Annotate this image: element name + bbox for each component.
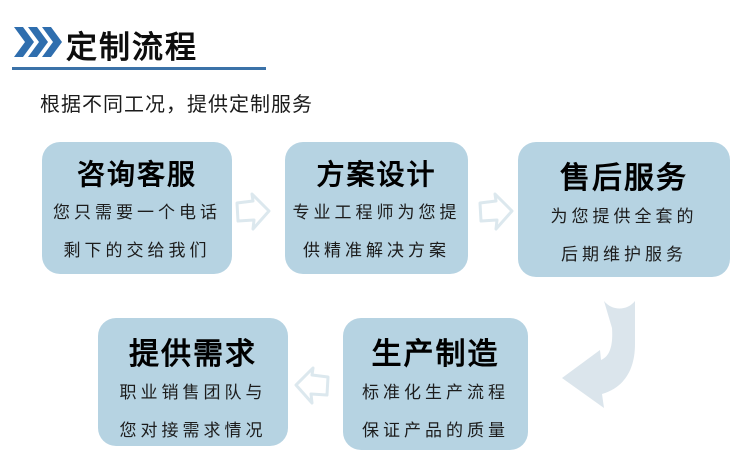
step-desc-line: 保证产品的质量 bbox=[362, 421, 509, 441]
step-desc-line: 您对接需求情况 bbox=[119, 421, 267, 441]
step-desc-line: 剩下的交给我们 bbox=[63, 241, 211, 261]
page-title: 定制流程 bbox=[66, 30, 198, 65]
step-title: 提供需求 bbox=[129, 338, 257, 371]
arrow-right-icon bbox=[478, 192, 514, 231]
triple-chevron-right-icon bbox=[14, 27, 62, 57]
step-title: 咨询客服 bbox=[76, 159, 197, 190]
step-desc-line: 供精准解决方案 bbox=[303, 241, 450, 261]
section-subtitle: 根据不同工况，提供定制服务 bbox=[40, 94, 313, 116]
step-title: 方案设计 bbox=[316, 159, 437, 190]
step-box-consult: 咨询客服 您只需要一个电话 剩下的交给我们 bbox=[42, 142, 232, 274]
step-desc-line: 后期维护服务 bbox=[561, 245, 687, 265]
step-title: 售后服务 bbox=[560, 162, 688, 195]
step-box-manufacture: 生产制造 标准化生产流程 保证产品的质量 bbox=[343, 318, 528, 450]
step-box-design: 方案设计 专业工程师为您提 供精准解决方案 bbox=[285, 142, 468, 274]
step-box-aftersales: 售后服务 为您提供全套的 后期维护服务 bbox=[518, 142, 730, 277]
arrow-left-icon bbox=[294, 366, 330, 405]
arrow-right-icon bbox=[235, 192, 271, 231]
step-desc-line: 标准化生产流程 bbox=[362, 383, 509, 403]
step-desc-line: 专业工程师为您提 bbox=[292, 203, 461, 223]
step-desc-line: 为您提供全套的 bbox=[550, 207, 698, 227]
step-desc-line: 职业销售团队与 bbox=[119, 383, 267, 403]
step-box-requirements: 提供需求 职业销售团队与 您对接需求情况 bbox=[98, 318, 288, 446]
arrow-curve-down-left-icon bbox=[562, 301, 635, 408]
step-title: 生产制造 bbox=[371, 338, 500, 371]
step-desc-line: 您只需要一个电话 bbox=[53, 203, 221, 223]
title-underline bbox=[12, 67, 266, 70]
